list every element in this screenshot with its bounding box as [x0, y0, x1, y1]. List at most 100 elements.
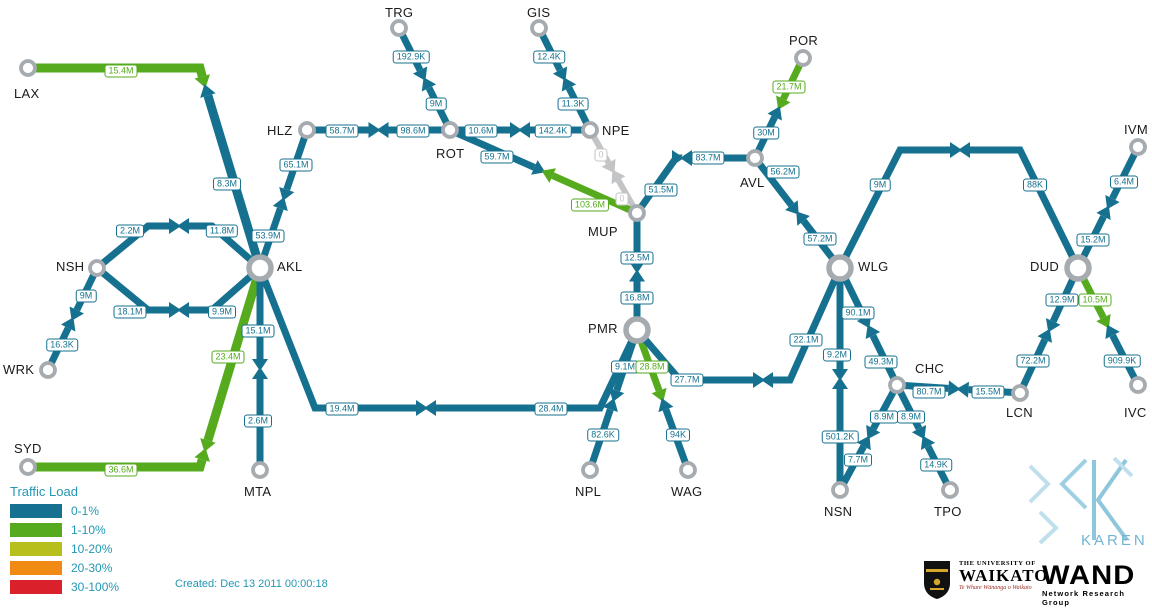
- traffic-label-CHC-LCN-1[interactable]: 15.5M: [971, 385, 1005, 399]
- node-WRK[interactable]: [39, 361, 57, 379]
- traffic-label-NPE-MUP-0[interactable]: 0: [594, 148, 608, 162]
- link-NSH-WRK-arrow-1: [61, 317, 76, 332]
- node-SYD[interactable]: [19, 458, 37, 476]
- link-PMR-WAG-arrow-0: [651, 387, 667, 402]
- traffic-label-WLG-NSN-0[interactable]: 9.2M: [822, 348, 852, 362]
- traffic-label-HLZ-ROT-1[interactable]: 98.6M: [396, 124, 430, 138]
- node-PMR[interactable]: [623, 316, 651, 344]
- node-AVL[interactable]: [746, 149, 764, 167]
- traffic-label-AVL-WLG-1[interactable]: 57.2M: [803, 232, 837, 246]
- traffic-label-POR-AVL-0[interactable]: 21.7M: [772, 80, 806, 94]
- traffic-label-DUD-IVC-0[interactable]: 10.5M: [1078, 293, 1112, 307]
- traffic-label-PMR-WLG-0[interactable]: 27.7M: [670, 373, 704, 387]
- traffic-label-ROT-MUP-0[interactable]: 59.7M: [480, 150, 514, 164]
- link-CHC-NSN-arrow-1: [856, 435, 871, 451]
- node-TRG[interactable]: [390, 19, 408, 37]
- traffic-label-NSH-AKL-2-0[interactable]: 18.1M: [113, 305, 147, 319]
- traffic-label-AVL-WLG-0[interactable]: 56.2M: [766, 165, 800, 179]
- node-CHC[interactable]: [888, 376, 906, 394]
- traffic-label-AKL-MTA-0[interactable]: 15.1M: [241, 324, 275, 338]
- traffic-label-GIS-NPE-0[interactable]: 12.4K: [533, 50, 565, 64]
- traffic-label-NSH-AKL-2-1[interactable]: 9.9M: [207, 305, 237, 319]
- node-NPE[interactable]: [581, 121, 599, 139]
- traffic-label-PMR-NPL-1[interactable]: 82.6K: [587, 428, 619, 442]
- legend-swatch: [10, 523, 62, 537]
- traffic-label-AKL-HLZ-1[interactable]: 65.1M: [279, 158, 313, 172]
- legend-title: Traffic Load: [10, 484, 78, 499]
- traffic-label-PMR-NPL-0[interactable]: 9.1M: [610, 360, 640, 374]
- traffic-label-GIS-NPE-1[interactable]: 11.3K: [557, 97, 589, 111]
- traffic-label-NSH-WRK-1[interactable]: 16.3K: [46, 338, 78, 352]
- link-AKL-MTA-arrow-0: [252, 359, 268, 371]
- link-NPE-MUP-arrow-1: [611, 169, 626, 185]
- node-IVM[interactable]: [1129, 138, 1147, 156]
- traffic-label-CHC-NSN-0[interactable]: 8.9M: [869, 410, 899, 424]
- node-IVC[interactable]: [1129, 376, 1147, 394]
- link-LCN-DUD-arrow-0: [1037, 328, 1052, 343]
- traffic-label-AKL-MTA-1[interactable]: 2.6M: [243, 414, 273, 428]
- traffic-label-MUP-AVL-0[interactable]: 51.5M: [644, 183, 678, 197]
- node-WAG[interactable]: [679, 461, 697, 479]
- node-MUP[interactable]: [628, 204, 646, 222]
- traffic-label-PMR-WAG-0[interactable]: 28.8M: [635, 360, 669, 374]
- traffic-label-LCN-DUD-0[interactable]: 72.2M: [1016, 354, 1050, 368]
- node-ROT[interactable]: [441, 121, 459, 139]
- traffic-label-NSH-WRK-0[interactable]: 9M: [75, 289, 97, 303]
- traffic-label-WLG-CHC-0[interactable]: 90.1M: [841, 306, 875, 320]
- link-ROT-MUP-half-0: [448, 126, 536, 171]
- city-label-POR: POR: [789, 33, 819, 48]
- traffic-label-CHC-LCN-0[interactable]: 80.7M: [912, 385, 946, 399]
- node-LAX[interactable]: [19, 59, 37, 77]
- traffic-label-CHC-TPO-0[interactable]: 8.9M: [896, 410, 926, 424]
- traffic-label-DUD-IVC-1[interactable]: 909.9K: [1103, 354, 1141, 368]
- traffic-label-MUP-AVL-1[interactable]: 83.7M: [691, 151, 725, 165]
- traffic-label-ROT-NPE-0[interactable]: 10.6M: [464, 124, 498, 138]
- traffic-label-ROT-TRG-0[interactable]: 9M: [425, 97, 447, 111]
- traffic-label-PMR-WLG-1[interactable]: 22.1M: [789, 333, 823, 347]
- traffic-label-MUP-PMR-0[interactable]: 12.5M: [620, 251, 654, 265]
- node-POR[interactable]: [794, 49, 812, 67]
- node-AKL[interactable]: [246, 254, 274, 282]
- traffic-label-SYD-AKL-1[interactable]: 23.4M: [211, 350, 245, 364]
- traffic-label-DUD-IVM-0[interactable]: 15.2M: [1076, 233, 1110, 247]
- traffic-label-AKL-HLZ-0[interactable]: 53.9M: [251, 229, 285, 243]
- traffic-label-WLG-DUD-1[interactable]: 88K: [1022, 178, 1048, 192]
- traffic-label-DUD-IVM-1[interactable]: 6.4M: [1109, 175, 1139, 189]
- node-HLZ[interactable]: [298, 121, 316, 139]
- traffic-label-WLG-NSN-1[interactable]: 501.2K: [821, 430, 859, 444]
- traffic-label-POR-AVL-1[interactable]: 30M: [753, 126, 779, 140]
- link-AKL-HLZ-arrow-0: [272, 197, 288, 211]
- node-DUD[interactable]: [1064, 254, 1092, 282]
- traffic-label-LCN-DUD-1[interactable]: 12.9M: [1045, 293, 1079, 307]
- traffic-label-ROT-TRG-1[interactable]: 192.9K: [392, 50, 430, 64]
- traffic-label-AKL-PMR-1[interactable]: 28.4M: [534, 402, 568, 416]
- node-NPL[interactable]: [581, 461, 599, 479]
- link-SYD-AKL-arrow-1: [200, 438, 216, 452]
- traffic-label-WLG-CHC-1[interactable]: 49.3M: [864, 355, 898, 369]
- traffic-label-AKL-PMR-0[interactable]: 19.4M: [325, 402, 359, 416]
- traffic-label-CHC-TPO-1[interactable]: 14.9K: [920, 458, 952, 472]
- traffic-label-CHC-NSN-1[interactable]: 7.7M: [843, 453, 873, 467]
- traffic-label-WLG-DUD-0[interactable]: 9M: [869, 178, 891, 192]
- node-TPO[interactable]: [941, 481, 959, 499]
- traffic-label-NPE-MUP-1[interactable]: 0: [615, 192, 629, 206]
- traffic-label-NSH-AKL-1-0[interactable]: 2.2M: [115, 224, 145, 238]
- traffic-label-HLZ-ROT-0[interactable]: 58.7M: [325, 124, 359, 138]
- traffic-label-NSH-AKL-1-1[interactable]: 11.8M: [205, 224, 239, 238]
- traffic-label-ROT-MUP-1[interactable]: 103.6M: [570, 198, 610, 212]
- city-label-SYD: SYD: [14, 441, 42, 456]
- link-POR-AVL-arrow-0: [776, 95, 791, 110]
- node-MTA[interactable]: [251, 461, 269, 479]
- traffic-label-LAX-AKL-0[interactable]: 15.4M: [104, 64, 138, 78]
- node-NSH[interactable]: [88, 259, 106, 277]
- node-GIS[interactable]: [530, 19, 548, 37]
- traffic-label-SYD-AKL-0[interactable]: 36.6M: [104, 463, 138, 477]
- traffic-label-PMR-WAG-1[interactable]: 94K: [665, 428, 691, 442]
- node-NSN[interactable]: [831, 481, 849, 499]
- traffic-label-LAX-AKL-1[interactable]: 8.3M: [212, 177, 242, 191]
- link-ROT-NPE-arrow-0: [510, 122, 522, 138]
- node-LCN[interactable]: [1011, 384, 1029, 402]
- traffic-label-ROT-NPE-1[interactable]: 142.4K: [534, 124, 572, 138]
- traffic-label-MUP-PMR-1[interactable]: 16.8M: [620, 291, 654, 305]
- node-WLG[interactable]: [826, 254, 854, 282]
